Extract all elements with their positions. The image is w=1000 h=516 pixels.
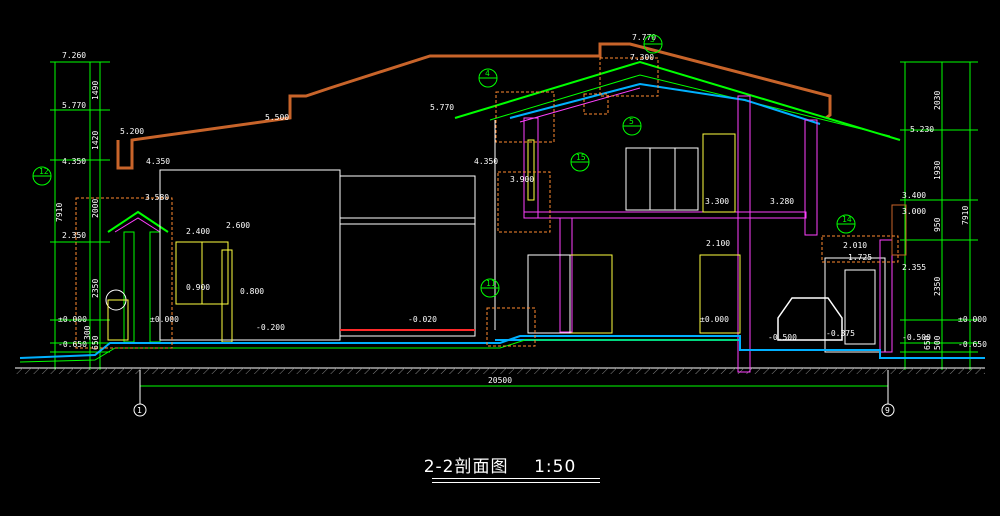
dim-left-7910: 7910 [55, 203, 64, 222]
level-0000-b: ±0.000 [700, 315, 729, 324]
drawing-title-text: 2-2剖面图 [423, 457, 509, 477]
dim-right-650: 650 [923, 335, 932, 350]
elev-left-m0650: -0.650 [58, 340, 87, 349]
middle-wing [159, 169, 476, 343]
level-0800: 0.800 [240, 287, 264, 296]
detail-boxes [75, 57, 899, 349]
detail-callouts [32, 34, 856, 298]
right-dim-labels: 2030 1930 7910 950 2350 650 500 [923, 91, 970, 350]
axis-marker-left: 1 [133, 370, 147, 417]
elev-right-m0650: -0.650 [958, 340, 987, 349]
right-elevation-labels: 5.230 3.400 3.000 2.355 ±0.000 -0.650 [902, 125, 987, 349]
axis-right-label: 9 [885, 406, 890, 415]
elev-right-0000: ±0.000 [958, 315, 987, 324]
callout-11: 11 [486, 279, 496, 288]
elev-right-5230: 5.230 [910, 125, 934, 134]
elev-right-3000: 3.000 [902, 207, 926, 216]
elev-left-3580: 3.580 [145, 193, 169, 202]
title-underline-1 [432, 478, 600, 479]
level-1725: 1.725 [848, 253, 872, 262]
level-eave-5770: 5.770 [430, 103, 454, 112]
dim-left-2350: 2350 [91, 279, 100, 298]
level-m0500-a: -0.500 [768, 333, 797, 342]
overall-dimension: 20500 [139, 376, 889, 400]
level-0900: 0.900 [186, 283, 210, 292]
left-elevation-labels: 7.260 5.770 5.200 4.350 3.580 2.350 ±0.0… [58, 51, 169, 349]
level-2600: 2.600 [226, 221, 250, 230]
level-3300: 3.300 [705, 197, 729, 206]
callout-4: 4 [485, 69, 490, 78]
dim-right-2030: 2030 [933, 91, 942, 110]
title-underline-2 [432, 482, 600, 483]
dim-left-2000: 2000 [91, 199, 100, 218]
elev-right-2355: 2.355 [902, 263, 926, 272]
level-m0500-b: -0.500 [902, 333, 931, 342]
dim-right-500: 500 [933, 335, 942, 350]
dim-right-7910: 7910 [961, 206, 970, 225]
callout-numbers: 3 4 5 15 12 11 14 [39, 35, 852, 288]
elev-right-3400: 3.400 [902, 191, 926, 200]
dim-right-1930: 1930 [933, 161, 942, 180]
ground-slab [19, 335, 985, 359]
roof-underlay [509, 82, 821, 125]
roof-underlay-2 [519, 87, 641, 123]
dim-left-300: 300 [83, 325, 92, 340]
axis-marker-right: 9 [881, 370, 895, 417]
axis-left-label: 1 [137, 406, 142, 415]
dim-right-950: 950 [933, 217, 942, 232]
callout-14: 14 [842, 215, 852, 224]
callout-15: 15 [576, 153, 586, 162]
dim-left-1490: 1490 [91, 81, 100, 100]
ground-line [15, 367, 985, 374]
level-eave-left: 5.500 [265, 113, 289, 122]
dim-left-650: 650 [91, 335, 100, 350]
right-dimension-chain [900, 61, 978, 370]
level-4350-b: 4.350 [474, 157, 498, 166]
elev-left-0000: ±0.000 [58, 315, 87, 324]
callout-5: 5 [629, 117, 634, 126]
left-dim-labels: 1490 1420 7910 2000 2350 650 300 [55, 81, 100, 350]
dim-left-1420: 1420 [91, 131, 100, 150]
level-3900: 3.900 [510, 175, 534, 184]
level-2400: 2.400 [186, 227, 210, 236]
ground-slab-2 [19, 339, 738, 363]
dim-right-2350: 2350 [933, 277, 942, 296]
level-2010: 2.010 [843, 241, 867, 250]
level-0000-a: ±0.000 [150, 315, 179, 324]
garage [777, 204, 907, 353]
elev-left-5770: 5.770 [62, 101, 86, 110]
level-m0375: -0.375 [826, 329, 855, 338]
elev-left-7260: 7.260 [62, 51, 86, 60]
level-2100: 2.100 [706, 239, 730, 248]
level-3280: 3.280 [770, 197, 794, 206]
level-roof-top: 7.770 [632, 33, 656, 42]
elev-left-2350: 2.350 [62, 231, 86, 240]
drawing-scale: 1:50 [534, 457, 577, 477]
level-4350-a: 4.350 [146, 157, 170, 166]
overall-dimension-label: 20500 [488, 376, 512, 385]
two-storey-block [494, 95, 818, 373]
elev-left-5200: 5.200 [120, 127, 144, 136]
level-roof-mid: 7.300 [630, 53, 654, 62]
level-m0200: -0.200 [256, 323, 285, 332]
drawing-title: 2-2剖面图 1:50 [0, 452, 1000, 477]
green-gable-roof-inner [489, 74, 891, 137]
elev-left-4350: 4.350 [62, 157, 86, 166]
car-icon [777, 297, 843, 341]
callout-12: 12 [39, 167, 49, 176]
inner-level-labels: 7.770 7.300 5.500 5.770 4.350 4.350 3.90… [146, 33, 931, 342]
roof-outline [116, 42, 832, 170]
level-m0020: -0.020 [408, 315, 437, 324]
left-dimension-chain [50, 61, 110, 370]
callout-3: 3 [650, 35, 655, 44]
green-gable-roof [454, 60, 901, 141]
